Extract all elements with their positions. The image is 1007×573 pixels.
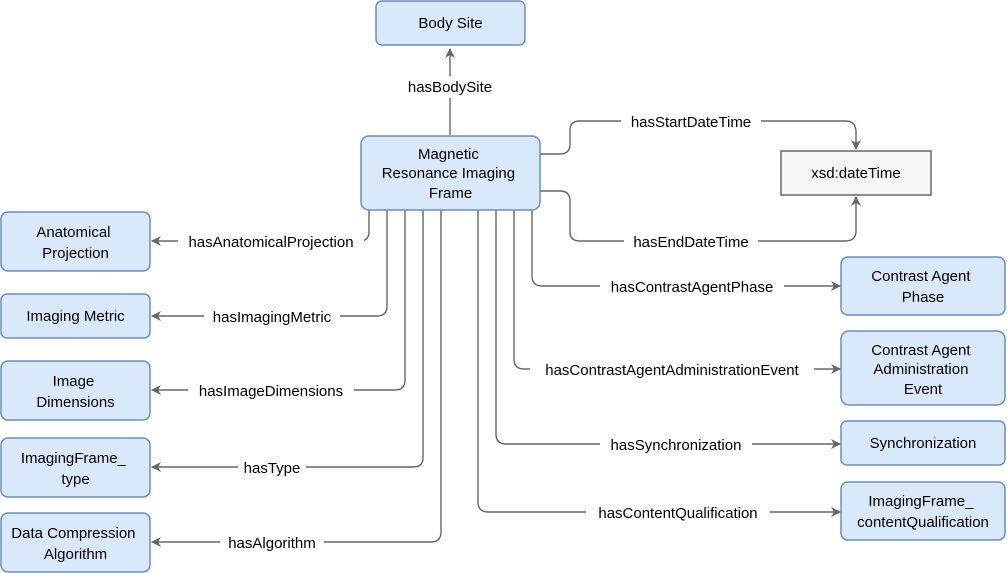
edge-label-has-algorithm: hasAlgorithm: [228, 535, 316, 552]
node-mri-frame-label: Magnetic Resonance Imaging Frame: [382, 146, 520, 202]
edge-label-has-body-site: hasBodySite: [408, 79, 492, 96]
node-imaging-metric[interactable]: Imaging Metric: [0, 293, 151, 339]
node-image-dimensions[interactable]: Image Dimensions: [0, 360, 151, 421]
node-body-site[interactable]: Body Site: [375, 0, 526, 46]
node-image-dimensions-label: Image Dimensions: [36, 373, 114, 411]
node-anatomical-projection[interactable]: Anatomical Projection: [0, 211, 151, 272]
node-contrast-agent-phase-label: Contrast Agent Phase: [871, 268, 974, 306]
edge-label-has-contrast-agent-administration-event: hasContrastAgentAdministrationEvent: [545, 362, 799, 379]
edge-has-image-dimensions: [151, 210, 406, 395]
edge-has-algorithm: [151, 210, 442, 547]
edge-label-has-synchronization: hasSynchronization: [611, 437, 742, 454]
edge-label-has-end-date-time: hasEndDateTime: [633, 234, 748, 251]
node-anatomical-projection-label: Anatomical Projection: [36, 224, 114, 262]
node-xsd-datetime[interactable]: xsd:dateTime: [780, 150, 932, 196]
node-mri-frame[interactable]: Magnetic Resonance Imaging Frame: [360, 135, 541, 211]
edge-label-has-type: hasType: [244, 460, 301, 477]
node-contrast-agent-phase[interactable]: Contrast Agent Phase: [840, 256, 1006, 316]
edge-has-type: [151, 210, 424, 472]
node-xsd-datetime-label: xsd:dateTime: [811, 165, 900, 182]
edges: [151, 48, 861, 547]
edge-has-synchronization: [495, 210, 841, 449]
edge-has-start-date-time: [540, 120, 861, 155]
edge-has-content-qualification: [477, 210, 841, 517]
edge-label-has-imaging-metric: hasImagingMetric: [213, 309, 332, 326]
node-imagingframe-type[interactable]: ImagingFrame_ type: [0, 437, 151, 498]
edge-labels: hasBodySite hasStartDateTime hasEndDateT…: [178, 76, 814, 553]
edge-has-end-date-time: [540, 190, 861, 242]
edge-has-contrast-agent-phase: [531, 210, 841, 291]
node-imaging-metric-label: Imaging Metric: [26, 308, 125, 325]
edge-label-has-image-dimensions: hasImageDimensions: [199, 383, 343, 400]
node-data-compression-algorithm[interactable]: Data Compression Algorithm: [0, 512, 151, 573]
node-contrast-agent-administration-event[interactable]: Contrast Agent Administration Event: [840, 330, 1006, 406]
node-synchronization-label: Synchronization: [870, 435, 977, 452]
edge-label-has-content-qualification: hasContentQualification: [598, 505, 757, 522]
edge-has-contrast-agent-administration-event: [513, 210, 841, 374]
edge-label-has-start-date-time: hasStartDateTime: [631, 114, 751, 131]
node-imagingframe-content-qualification[interactable]: ImagingFrame_ contentQualification: [840, 481, 1006, 541]
node-data-compression-algorithm-label: Data Compression Algorithm: [11, 525, 139, 563]
edge-label-has-contrast-agent-phase: hasContrastAgentPhase: [611, 279, 774, 296]
node-contrast-agent-administration-event-label: Contrast Agent Administration Event: [871, 342, 974, 398]
edge-has-imaging-metric: [151, 210, 388, 321]
node-body-site-label: Body Site: [418, 15, 482, 32]
edge-label-has-anatomical-projection: hasAnatomicalProjection: [188, 234, 353, 251]
node-imagingframe-content-qualification-label: ImagingFrame_ contentQualification: [857, 493, 989, 531]
node-imagingframe-type-label: ImagingFrame_ type: [21, 450, 130, 488]
node-synchronization[interactable]: Synchronization: [840, 420, 1006, 466]
